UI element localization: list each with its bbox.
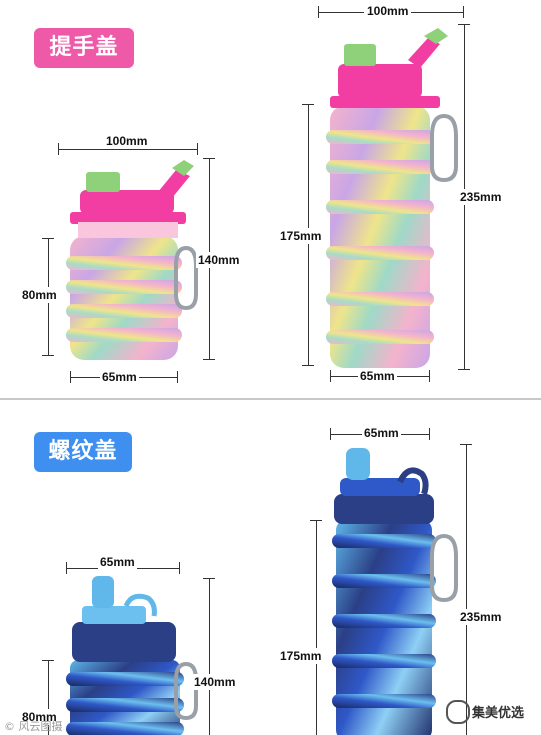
screw-lid-badge: 螺纹盖 xyxy=(34,432,132,472)
tick xyxy=(330,428,331,440)
small-bottom-height-label: 140mm xyxy=(192,674,238,690)
handle-lid-badge: 提手盖 xyxy=(34,28,134,68)
tick xyxy=(302,365,314,366)
large-top-body-label: 175mm xyxy=(278,228,324,244)
tick xyxy=(42,660,54,661)
tick xyxy=(42,355,54,356)
watermark-right: 集美优选 xyxy=(472,706,525,721)
tick xyxy=(330,370,331,382)
tick xyxy=(203,158,215,159)
small-bottom-height-line xyxy=(209,578,210,735)
tick xyxy=(177,371,178,383)
tick xyxy=(429,370,430,382)
small-top-width-line xyxy=(58,149,198,150)
small-screw-lid-bottle xyxy=(66,576,198,735)
large-top-diameter-label: 65mm xyxy=(358,369,397,383)
tick xyxy=(458,369,470,370)
tick xyxy=(318,6,319,18)
large-bottom-body-line xyxy=(316,520,317,735)
tick xyxy=(58,143,59,155)
large-bottom-height-label: 235mm xyxy=(458,609,504,625)
large-bottom-body-label: 175mm xyxy=(278,648,324,664)
tick xyxy=(463,6,464,18)
small-bottom-body-label: 80mm xyxy=(20,709,59,725)
tick xyxy=(429,428,430,440)
tick xyxy=(310,520,322,521)
tick xyxy=(70,371,71,383)
tick xyxy=(203,578,215,579)
small-bottom-width-label: 65mm xyxy=(98,555,137,569)
large-bottom-height-line xyxy=(466,444,467,735)
tick xyxy=(197,143,198,155)
watermark-left: © 风云图摄 xyxy=(4,720,63,733)
section-divider xyxy=(0,398,541,400)
small-bottom-body-line xyxy=(48,660,49,735)
large-top-width-label: 100mm xyxy=(364,4,412,18)
tick xyxy=(302,104,314,105)
tick xyxy=(66,562,67,574)
tick xyxy=(179,562,180,574)
tick xyxy=(458,24,470,25)
large-top-height-label: 235mm xyxy=(458,189,504,205)
large-screw-lid-bottle xyxy=(332,448,458,735)
tick xyxy=(42,238,54,239)
large-bottom-width-label: 65mm xyxy=(362,426,401,440)
small-top-body-label: 80mm xyxy=(20,287,59,303)
tick xyxy=(203,359,215,360)
large-handle-lid-bottle xyxy=(326,28,458,368)
wechat-icon xyxy=(446,700,470,724)
tick xyxy=(460,444,472,445)
small-top-width-label: 100mm xyxy=(104,134,150,148)
small-top-diameter-label: 65mm xyxy=(100,370,139,384)
small-handle-lid-bottle xyxy=(66,160,198,360)
small-top-height-label: 140mm xyxy=(196,252,242,268)
